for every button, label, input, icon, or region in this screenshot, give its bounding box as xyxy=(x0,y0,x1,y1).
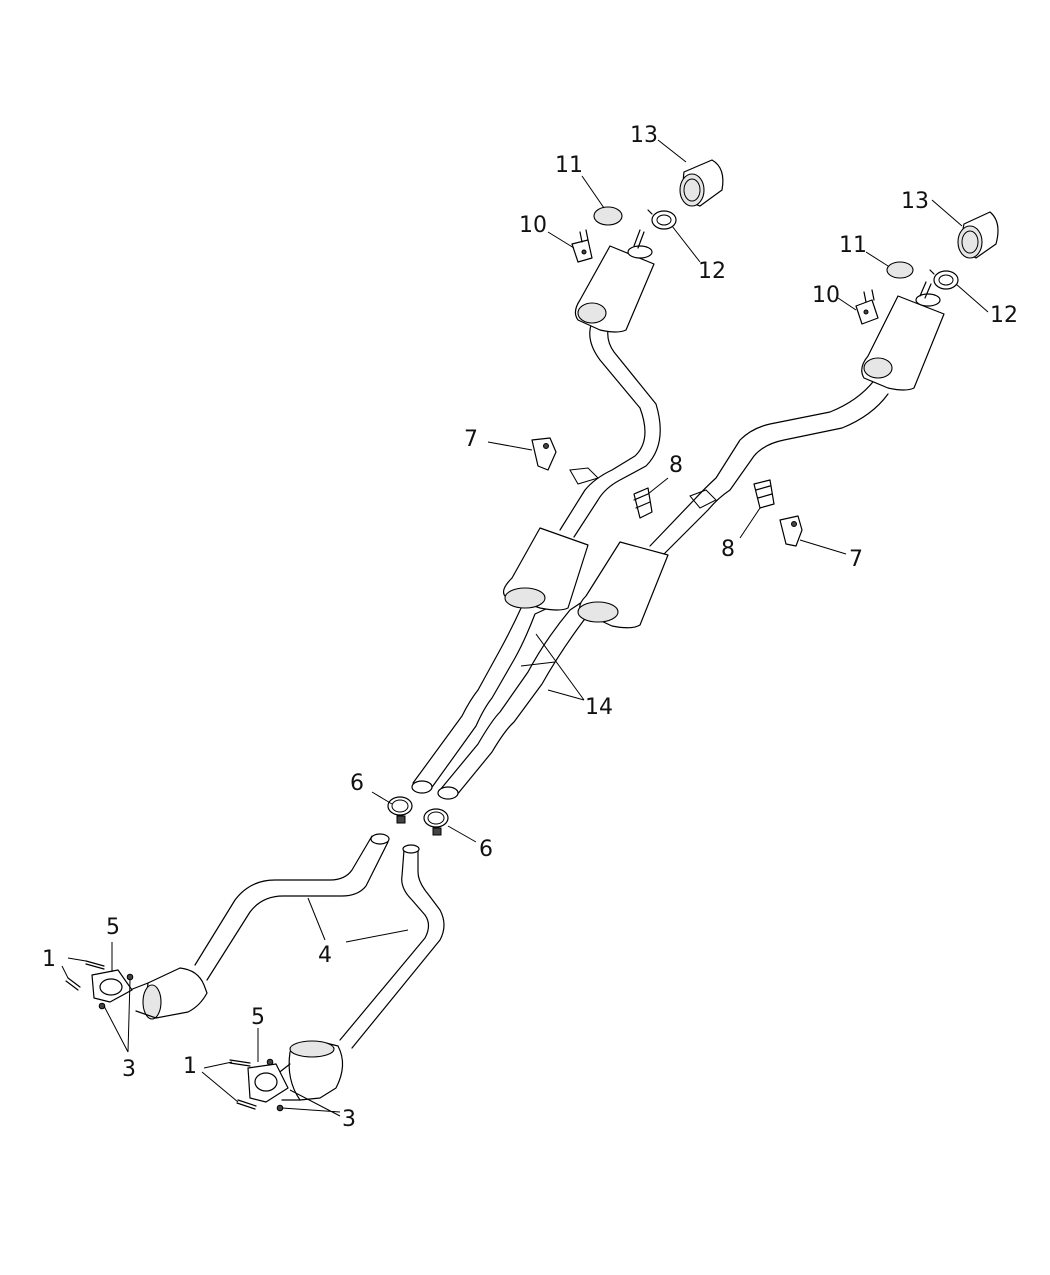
hanger-10-left xyxy=(571,229,593,263)
resonator-left xyxy=(502,527,589,611)
hanger-8-right xyxy=(753,479,775,509)
callout-10b: 10 xyxy=(812,283,840,308)
callout-3b: 3 xyxy=(342,1107,356,1132)
exhaust-tip-right xyxy=(957,211,999,259)
bracket-7-right xyxy=(779,515,803,547)
clamp-12-right xyxy=(929,269,959,290)
callout-4: 4 xyxy=(318,943,332,968)
muffler-right xyxy=(861,281,945,391)
flange-left xyxy=(91,969,134,1010)
callout-11b: 11 xyxy=(839,233,867,258)
front-pipe-left xyxy=(194,833,390,981)
muffler-left xyxy=(574,229,655,333)
studs-right xyxy=(229,1059,257,1110)
callout-7a: 7 xyxy=(464,427,478,452)
callout-5a: 5 xyxy=(106,915,120,940)
rear-pipe-right xyxy=(649,377,889,555)
callouts: 1 1 3 3 4 5 5 6 6 7 7 8 8 10 10 11 11 12… xyxy=(42,123,1018,1132)
callout-10a: 10 xyxy=(519,213,547,238)
rear-pipe-left xyxy=(559,321,661,538)
callout-6a: 6 xyxy=(350,771,364,796)
callout-12a: 12 xyxy=(698,259,726,284)
catalytic-converter-left xyxy=(129,967,208,1020)
callout-11a: 11 xyxy=(555,153,583,178)
flange-right xyxy=(247,1058,289,1112)
hanger-10-right xyxy=(855,289,879,325)
callout-13a: 13 xyxy=(630,123,658,148)
bracket-7-left xyxy=(531,437,557,471)
resonator-right xyxy=(577,541,669,629)
leader-lines xyxy=(61,139,989,1117)
callout-1a: 1 xyxy=(42,947,56,972)
callout-13b: 13 xyxy=(901,189,929,214)
front-pipe-right xyxy=(339,844,445,1049)
isolator-11-right xyxy=(886,261,914,279)
callout-8a: 8 xyxy=(669,453,683,478)
exhaust-tip-left xyxy=(679,159,724,207)
callout-3a: 3 xyxy=(122,1057,136,1082)
callout-7b: 7 xyxy=(849,547,863,572)
callout-14: 14 xyxy=(585,695,613,720)
clamp-12-left xyxy=(647,209,677,230)
catalytic-converter-right xyxy=(271,1040,344,1101)
clamp-right xyxy=(423,808,449,836)
callout-8b: 8 xyxy=(721,537,735,562)
isolator-11-left xyxy=(593,206,623,226)
intermediate-pipes xyxy=(411,597,597,800)
callout-5b: 5 xyxy=(251,1005,265,1030)
callout-6b: 6 xyxy=(479,837,493,862)
studs-left xyxy=(65,960,105,991)
callout-1b: 1 xyxy=(183,1054,197,1079)
clamp-left xyxy=(387,796,413,824)
callout-12b: 12 xyxy=(990,303,1018,328)
hanger-8-left xyxy=(633,487,653,519)
